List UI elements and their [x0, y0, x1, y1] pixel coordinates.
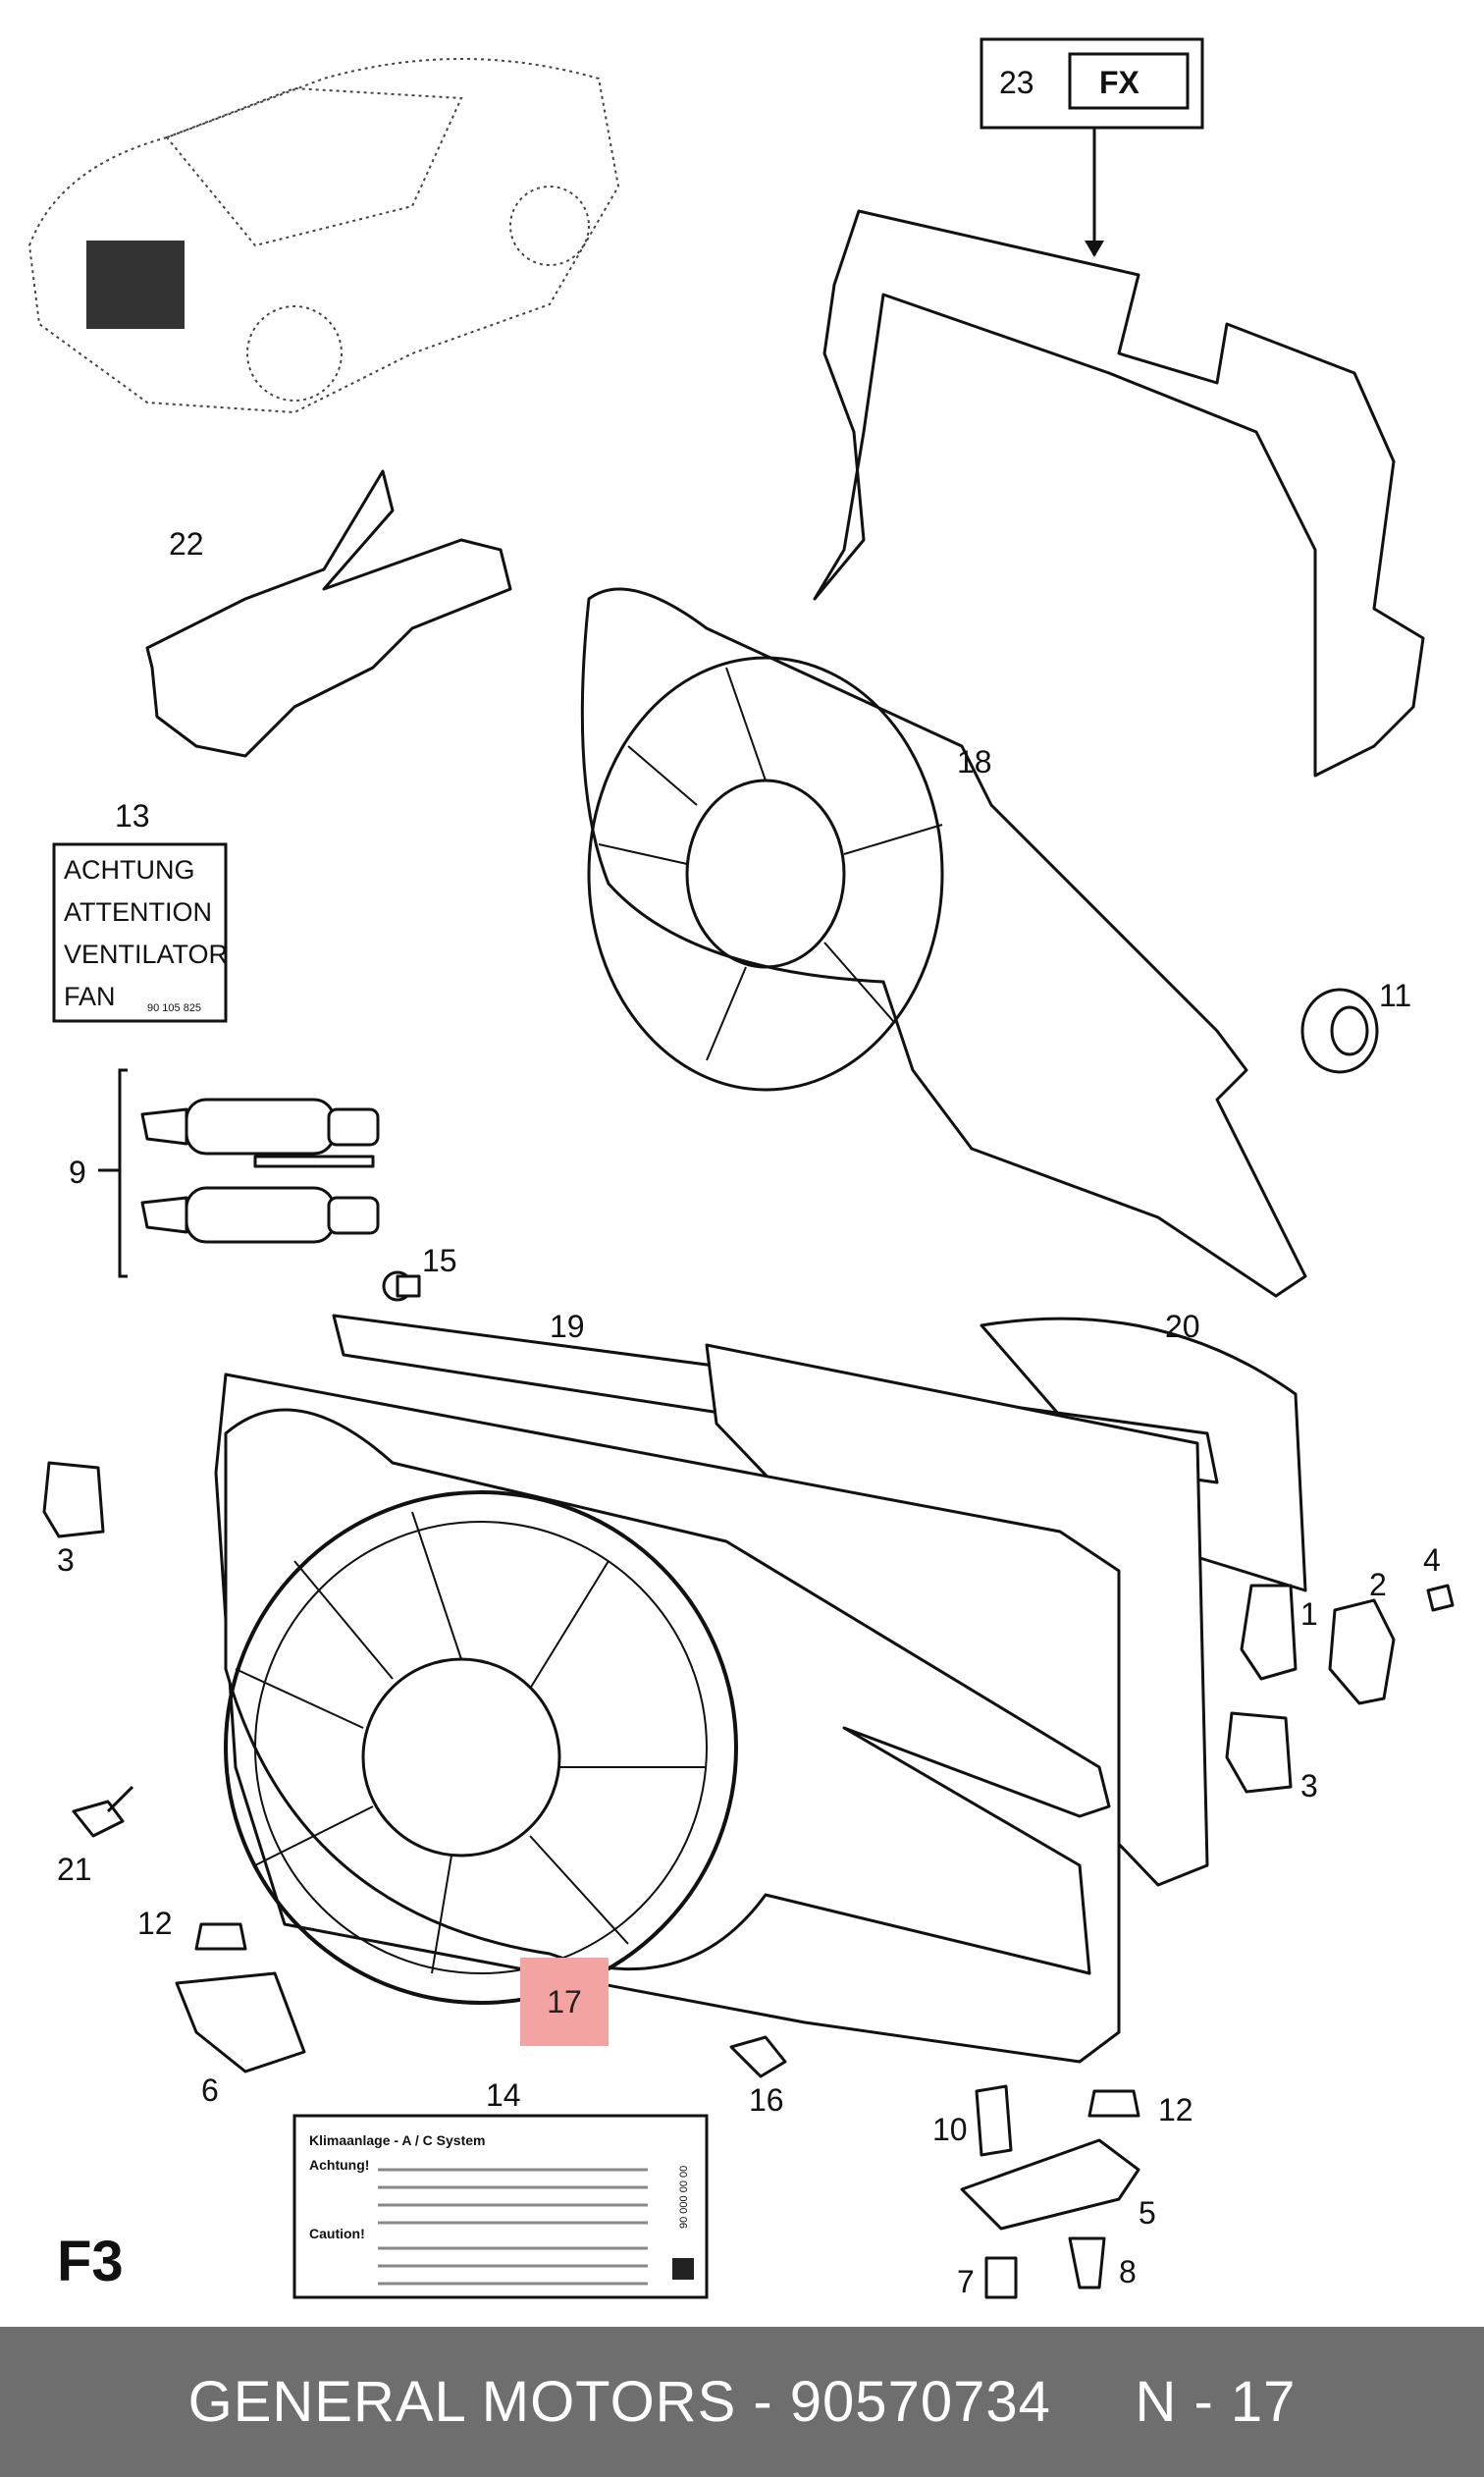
part-12-nut-right: [1087, 2089, 1140, 2118]
callout-19: 19: [550, 1309, 585, 1344]
callout-21: 21: [57, 1852, 92, 1887]
callout-22: 22: [169, 526, 204, 562]
page-reference: F3: [57, 2230, 124, 2293]
footer-ref: N - 17: [1135, 2370, 1297, 2434]
part-10-bolt: [975, 2084, 1013, 2157]
footer-bar: GENERAL MOTORS - 90570734 N - 17: [0, 2327, 1484, 2477]
part-16-bolt: [729, 2035, 787, 2078]
part-22-bracket: [145, 469, 512, 758]
callout-2: 2: [1369, 1567, 1387, 1602]
part-23-header-box: 23 FX: [980, 37, 1204, 257]
warning-line-1: ACHTUNG: [64, 855, 195, 885]
exploded-parts-diagram: 23 FX ACHTUNG ATTENTION VENTILATOR FAN 9…: [27, 37, 1455, 2299]
part-18-fan-shroud: [580, 587, 1307, 1298]
callout-20: 20: [1165, 1309, 1200, 1344]
footer-part-number: 90570734: [789, 2370, 1051, 2434]
callout-6: 6: [201, 2073, 219, 2108]
callout-15: 15: [422, 1243, 457, 1278]
callout-1: 1: [1300, 1596, 1318, 1632]
callout-8: 8: [1119, 2254, 1137, 2289]
part-5-plate: [960, 2138, 1140, 2231]
callout-11: 11: [1379, 978, 1411, 1013]
callout-5: 5: [1139, 2195, 1156, 2231]
callout-4: 4: [1423, 1542, 1441, 1578]
callout-3-right: 3: [1300, 1768, 1318, 1804]
callout-9: 9: [69, 1155, 86, 1190]
part-12-nut-left: [194, 1922, 247, 1951]
callout-13: 13: [115, 798, 150, 834]
warning-line-4: FAN: [64, 982, 116, 1011]
ac-label-achtung: Achtung!: [309, 2157, 369, 2173]
ac-label-caution: Caution!: [309, 2226, 365, 2241]
part-4-screw: [1426, 1584, 1455, 1612]
part-1-bracket: [1240, 1584, 1298, 1681]
callout-numbers: 1 2 3 3 4 5 6 7 8 9 10 11 12 12 13 14 15…: [57, 526, 1441, 2299]
callout-17-highlight: 17: [520, 1958, 609, 2046]
footer-brand: GENERAL MOTORS: [187, 2370, 737, 2434]
callout-10: 10: [932, 2112, 968, 2147]
vehicle-outline: [27, 58, 620, 414]
part-23-number: 23: [999, 65, 1034, 100]
part-8-clip: [1068, 2236, 1106, 2289]
footer-gap: [1051, 2369, 1136, 2435]
part-21-bolt: [72, 1785, 134, 1838]
callout-18: 18: [957, 744, 992, 780]
part-15-screw: [382, 1270, 421, 1302]
footer-separator: -: [736, 2370, 790, 2434]
part-9-components: [98, 1068, 380, 1278]
part-14-ac-label: Klimaanlage - A / C System Achtung! Caut…: [292, 2114, 709, 2299]
callout-3-left: 3: [57, 1542, 75, 1578]
callout-7: 7: [957, 2264, 975, 2299]
part-3-mount-right: [1225, 1711, 1293, 1794]
ac-label-title: Klimaanlage - A / C System: [309, 2132, 485, 2148]
warning-code: 90 105 825: [147, 1002, 201, 1014]
callout-12-left: 12: [137, 1906, 173, 1941]
front-grille-highlight: [86, 241, 185, 329]
part-6-plate: [175, 1971, 306, 2073]
callout-12-right: 12: [1158, 2092, 1193, 2127]
warning-line-3: VENTILATOR: [64, 940, 228, 969]
part-17-fan-assembly: [224, 1408, 1111, 2005]
part-11-grommet: [1300, 988, 1379, 1074]
upper-shroud-bracket: [813, 209, 1425, 778]
ac-label-side-code: 90 000 00 00: [678, 2166, 690, 2229]
part-23-code: FX: [1099, 65, 1140, 100]
callout-14: 14: [486, 2077, 521, 2113]
part-3-mount-left: [42, 1461, 105, 1538]
part-13-warning-label: ACHTUNG ATTENTION VENTILATOR FAN 90 105 …: [52, 842, 228, 1023]
part-7-spring: [984, 2256, 1018, 2299]
part-2-bracket: [1328, 1598, 1396, 1705]
warning-line-2: ATTENTION: [64, 897, 212, 927]
callout-16: 16: [749, 2082, 784, 2118]
